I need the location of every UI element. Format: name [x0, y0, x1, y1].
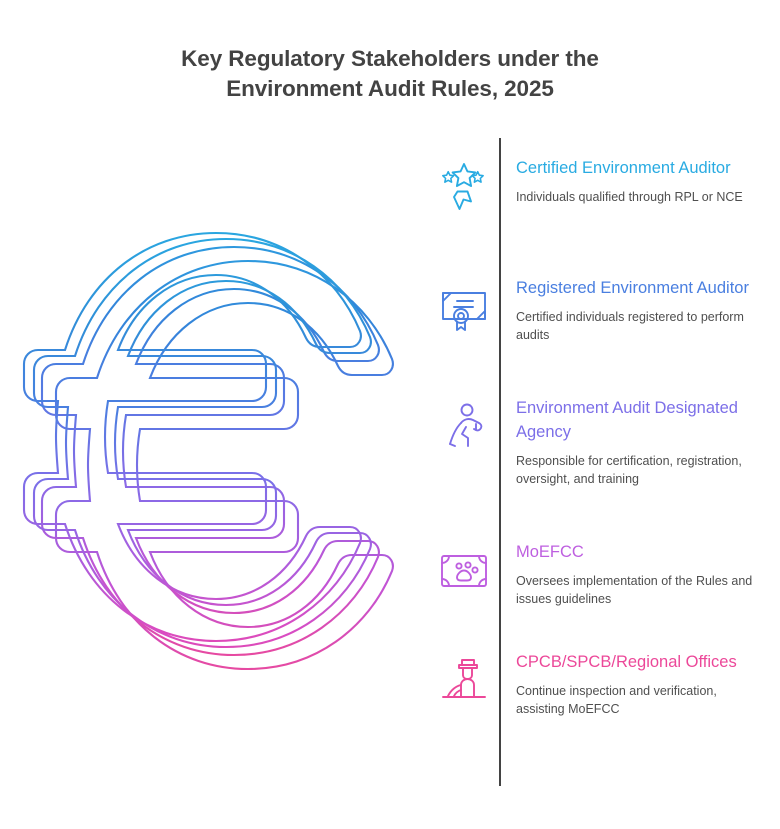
person-walking-icon [437, 400, 491, 454]
stakeholder-text-block: MoEFCC Oversees implementation of the Ru… [516, 540, 764, 608]
officer-at-desk-icon [437, 654, 491, 708]
page-title: Key Regulatory Stakeholders under the En… [0, 44, 780, 104]
stakeholder-description: Responsible for certification, registrat… [516, 454, 742, 486]
stakeholder-text-block: Environment Audit Designated Agency Resp… [516, 396, 764, 488]
stakeholder-title: Environment Audit Designated Agency [516, 399, 738, 441]
stakeholder-text-block: CPCB/SPCB/Regional Offices Continue insp… [516, 650, 764, 718]
stakeholder-list: Certified Environment Auditor Individual… [435, 138, 765, 798]
stakeholder-title: Registered Environment Auditor [516, 279, 749, 297]
stakeholder-description: Oversees implementation of the Rules and… [516, 574, 753, 606]
page-title-line-1: Key Regulatory Stakeholders under the [181, 46, 599, 71]
stakeholder-description: Continue inspection and verification, as… [516, 684, 717, 716]
certificate-seal-icon [437, 280, 491, 334]
badge-stars-ribbon-icon [437, 160, 491, 214]
vertical-divider [499, 138, 501, 786]
stakeholder-title: Certified Environment Auditor [516, 159, 731, 177]
euro-outline-layers [22, 231, 394, 671]
euro-symbol-illustration [20, 215, 430, 685]
stakeholder-description: Individuals qualified through RPL or NCE [516, 190, 743, 204]
paw-print-frame-icon [437, 544, 491, 598]
stakeholder-text-block: Certified Environment Auditor Individual… [516, 156, 764, 207]
stakeholder-title: MoEFCC [516, 543, 584, 561]
page-title-line-2: Environment Audit Rules, 2025 [226, 76, 554, 101]
stakeholder-title: CPCB/SPCB/Regional Offices [516, 653, 737, 671]
stakeholder-text-block: Registered Environment Auditor Certified… [516, 276, 764, 344]
stakeholder-description: Certified individuals registered to perf… [516, 310, 744, 342]
